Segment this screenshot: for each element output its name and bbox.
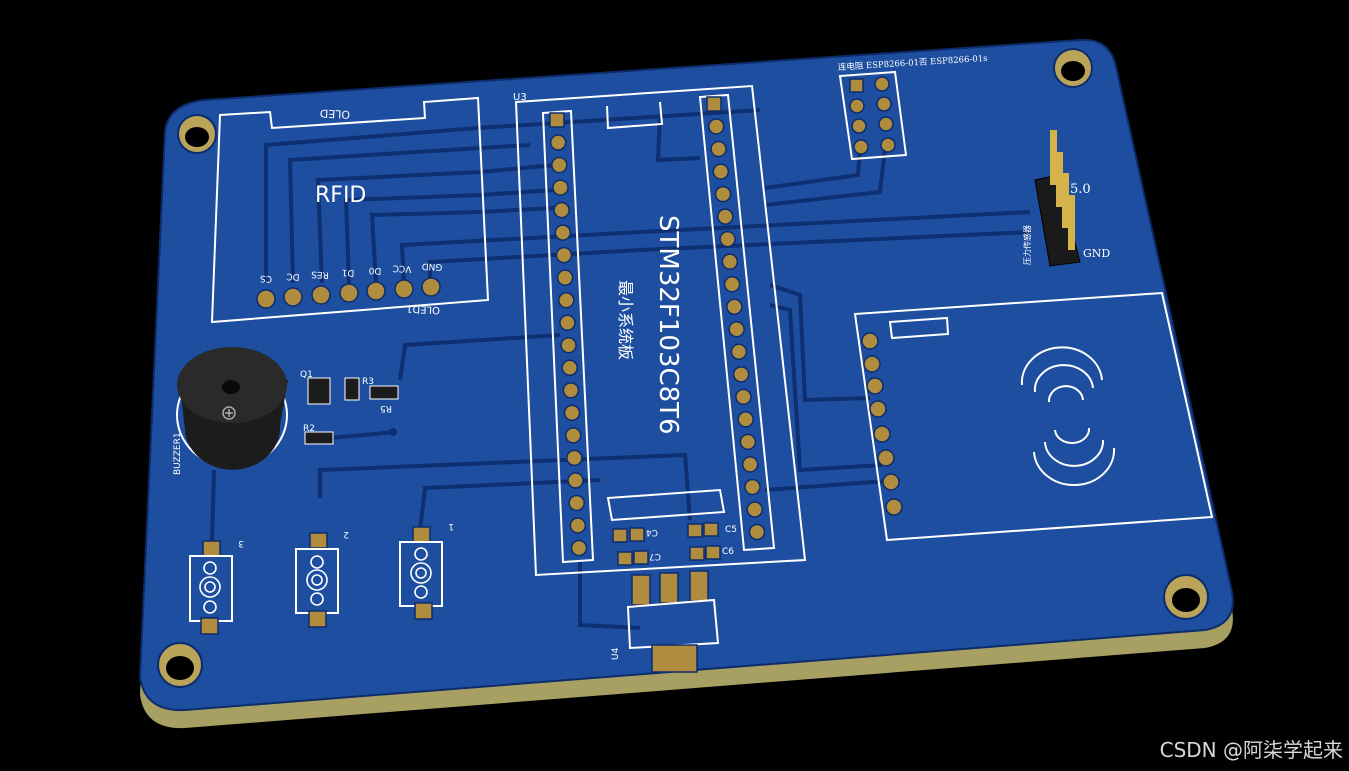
- mcu-desc-label: 最小系统板: [616, 280, 635, 360]
- pressure-header-5v-label: 5.0: [1070, 182, 1091, 197]
- svg-text:VCC: VCC: [392, 263, 411, 274]
- u4-label: U4: [611, 647, 621, 660]
- oled-ref-label: OLED1: [406, 302, 440, 315]
- mcu-ref-label: U3: [513, 92, 527, 103]
- svg-text:CS: CS: [260, 273, 273, 284]
- svg-text:C4: C4: [646, 527, 658, 537]
- buzzer-ref-label: BUZZER1: [173, 432, 183, 475]
- q1-label: Q1: [300, 370, 313, 380]
- rfid-module-footprint: [853, 291, 1214, 542]
- svg-text:C7: C7: [649, 551, 661, 561]
- mcu-right-header-pads: [706, 96, 766, 541]
- svg-text:DC: DC: [286, 271, 300, 282]
- svg-text:GND: GND: [421, 260, 442, 271]
- mounting-hole-bottom-right: [1163, 574, 1209, 620]
- svg-text:C6: C6: [722, 547, 734, 557]
- r3-label: R3: [362, 377, 374, 387]
- r2-label: R2: [303, 424, 315, 434]
- svg-text:1: 1: [448, 521, 454, 531]
- mcu-part-label: STM32F103C8T6: [653, 215, 683, 435]
- svg-text:D1: D1: [342, 267, 355, 278]
- button-1[interactable]: 1: [399, 521, 454, 620]
- rfid-label: RFID: [315, 183, 366, 208]
- pressure-sensor-header: 5.0 GND 压力传感器: [1022, 130, 1110, 267]
- mounting-hole-top-left: [177, 114, 217, 154]
- mcu-left-header-pads: [549, 112, 588, 557]
- mounting-hole-bottom-left: [157, 642, 203, 688]
- r5-label: R5: [380, 403, 392, 413]
- svg-text:2: 2: [343, 529, 349, 539]
- button-2[interactable]: 2: [295, 529, 349, 628]
- oled-pin-labels: CS DC RES D1 D0 VCC GND: [260, 260, 443, 283]
- buzzer: BUZZER1: [173, 347, 288, 475]
- passives: Q1 R3 R5 R2: [300, 370, 399, 445]
- svg-text:3: 3: [238, 538, 244, 548]
- pressure-header-gnd-label: GND: [1083, 247, 1110, 260]
- svg-text:RES: RES: [311, 269, 329, 280]
- mcu-footprint: U3 STM32F103C8T6 最小系统板: [513, 84, 807, 577]
- oled-outline-label: OLED: [320, 106, 351, 121]
- oled-pads: [256, 277, 441, 309]
- watermark: CSDN @阿柒学起来: [1159, 738, 1343, 762]
- oled-footprint: OLED RFID OLED1 CS DC RES D1 D0 VCC GND: [210, 96, 490, 324]
- power-regulator-area: C4 C7 C5 C6 U4: [606, 488, 737, 673]
- svg-text:C5: C5: [725, 525, 737, 535]
- svg-text:D0: D0: [368, 265, 381, 276]
- mounting-holes: [157, 48, 1209, 688]
- button-3[interactable]: 3: [189, 538, 244, 635]
- mounting-hole-top-right: [1053, 48, 1093, 88]
- buttons: 3 2 1: [189, 521, 454, 635]
- pressure-header-side-label: 压力传感器: [1022, 225, 1032, 265]
